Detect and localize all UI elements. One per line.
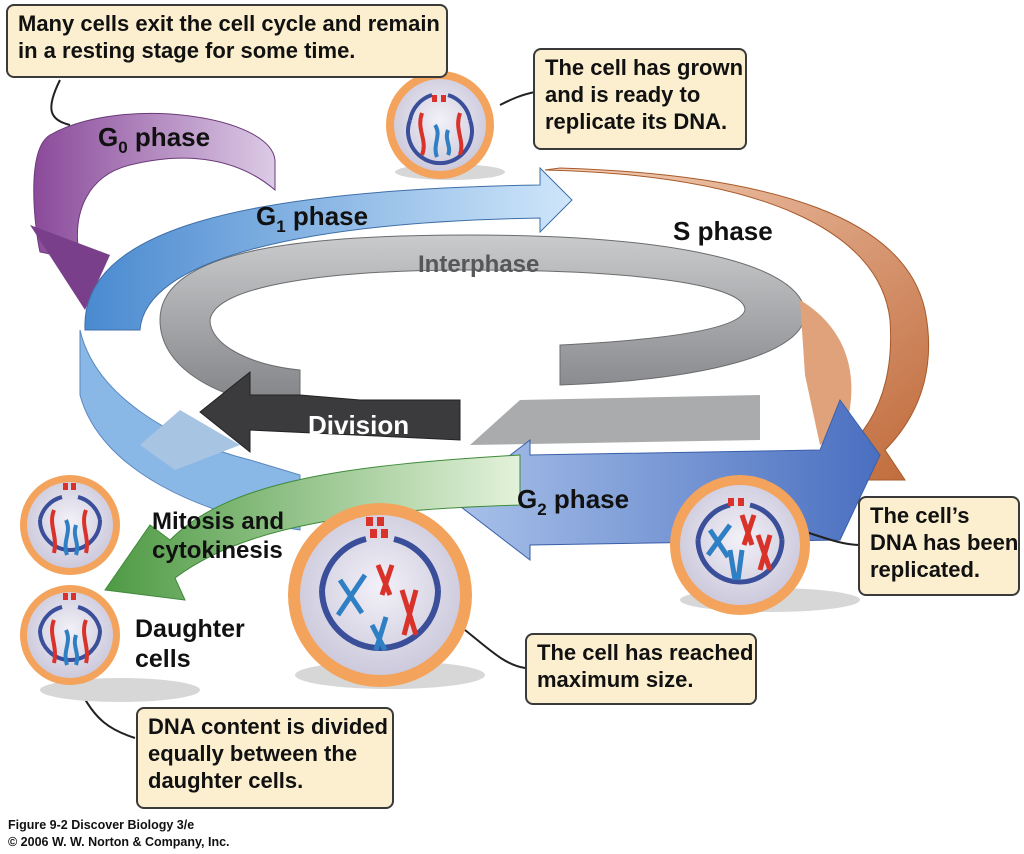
daughter-cells-label: Daughter cells <box>135 614 245 674</box>
callout-maxsize-line-2: maximum size. <box>537 667 694 692</box>
light-blue-tail <box>140 410 240 470</box>
figure-caption: Figure 9-2 Discover Biology 3/e <box>8 818 195 832</box>
g1-label: G1 phase <box>256 201 368 236</box>
callout-replicated-line-3: replicated. <box>870 557 981 582</box>
g0-arrow <box>33 113 276 261</box>
callout-grown-line-1: The cell has grown <box>545 55 744 80</box>
callout-dna-replicated: The cell’s DNA has been replicated. <box>858 496 1020 596</box>
s-phase-label: S phase <box>673 216 773 246</box>
interphase-lower <box>470 395 760 445</box>
s-phase-arrow <box>544 167 930 481</box>
callout-divided-line-2: equally between the <box>148 741 358 766</box>
callout-cell-grown: The cell has grown and is ready to repli… <box>533 48 747 150</box>
mitosis-label-line-2: cytokinesis <box>152 537 283 564</box>
callout-resting-stage: Many cells exit the cell cycle and remai… <box>6 4 448 78</box>
division-arrow <box>199 370 461 454</box>
callout-grown-line-2: and is ready to <box>545 82 701 107</box>
callout-resting-line-1: Many cells exit the cell cycle and remai… <box>18 11 440 36</box>
g0-label: G0 phase <box>98 122 210 157</box>
g0-arrowhead <box>30 225 110 310</box>
mitosis-label-line-1: Mitosis and <box>152 508 285 535</box>
daughter-cell-2 <box>20 585 120 685</box>
callout-max-size: The cell has reached maximum size. <box>525 633 757 705</box>
shadow-daughter <box>40 678 200 702</box>
daughter-label-line-1: Daughter <box>135 615 245 643</box>
leader-grown <box>499 91 536 106</box>
callout-replicated-line-1: The cell’s <box>870 503 970 528</box>
division-label: Division <box>308 410 409 440</box>
callout-dna-divided: DNA content is divided equally between t… <box>136 707 394 809</box>
callout-resting-line-2: in a resting stage for some time. <box>18 38 356 63</box>
cell-g2 <box>670 475 810 615</box>
callout-replicated-line-2: DNA has been <box>870 530 1019 555</box>
callout-divided-line-3: daughter cells. <box>148 768 304 793</box>
leader-resting <box>50 79 71 126</box>
cell-g1 <box>386 71 494 179</box>
interphase-label: Interphase <box>418 251 539 278</box>
interphase-ring <box>159 234 806 411</box>
daughter-cell-1 <box>20 475 120 575</box>
mitosis-label: Mitosis and cytokinesis <box>152 507 284 565</box>
callout-grown-line-3: replicate its DNA. <box>545 109 728 134</box>
daughter-label-line-2: cells <box>135 645 191 673</box>
leader-maxsize <box>464 629 526 669</box>
callout-maxsize-line-1: The cell has reached <box>537 640 754 665</box>
g1-arrow <box>84 166 573 331</box>
copyright-caption: © 2006 W. W. Norton & Company, Inc. <box>8 835 230 849</box>
cell-max-size <box>288 503 472 687</box>
g2-label: G2 phase <box>517 484 629 519</box>
callout-divided-line-1: DNA content is divided <box>148 714 388 739</box>
g1-lower-band <box>79 329 301 531</box>
